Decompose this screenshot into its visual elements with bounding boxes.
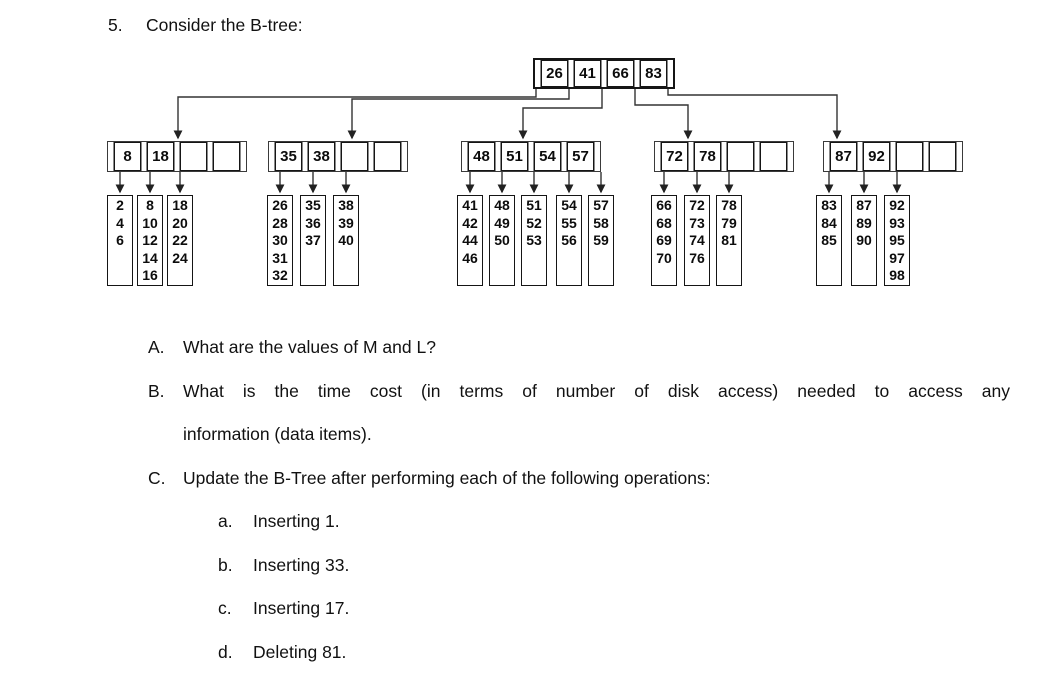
question-line: information (data items). bbox=[183, 413, 1010, 457]
question-line: Update the B-Tree after performing each … bbox=[183, 457, 1010, 501]
operation-item: a.Inserting 1. bbox=[218, 500, 1010, 544]
question-label: A. bbox=[148, 326, 183, 370]
operation-text: Deleting 81. bbox=[253, 631, 1010, 674]
question-line: What is the time cost (in terms of numbe… bbox=[183, 370, 1010, 414]
operation-text: Inserting 1. bbox=[253, 500, 1010, 544]
operation-text: Inserting 17. bbox=[253, 587, 1010, 631]
question-item: C.Update the B-Tree after performing eac… bbox=[148, 457, 1010, 501]
tree-edge bbox=[668, 89, 837, 138]
question-text: Update the B-Tree after performing each … bbox=[183, 457, 1010, 501]
tree-edges bbox=[0, 0, 1042, 320]
question-text: What are the values of M and L? bbox=[183, 326, 1010, 370]
question-text: What is the time cost (in terms of numbe… bbox=[183, 370, 1010, 457]
tree-edge bbox=[178, 89, 536, 138]
operation-label: a. bbox=[218, 500, 253, 544]
operation-item: c.Inserting 17. bbox=[218, 587, 1010, 631]
operation-label: b. bbox=[218, 544, 253, 588]
question-item: B.What is the time cost (in terms of num… bbox=[148, 370, 1010, 457]
questions-section: A.What are the values of M and L?B.What … bbox=[148, 326, 1010, 674]
question-label: C. bbox=[148, 457, 183, 501]
operation-text: Inserting 33. bbox=[253, 544, 1010, 588]
operation-item: b.Inserting 33. bbox=[218, 544, 1010, 588]
question-line: What are the values of M and L? bbox=[183, 326, 1010, 370]
question-label: B. bbox=[148, 370, 183, 457]
operation-item: d.Deleting 81. bbox=[218, 631, 1010, 674]
question-item: A.What are the values of M and L? bbox=[148, 326, 1010, 370]
operation-label: c. bbox=[218, 587, 253, 631]
tree-edge bbox=[635, 89, 688, 138]
operation-label: d. bbox=[218, 631, 253, 674]
